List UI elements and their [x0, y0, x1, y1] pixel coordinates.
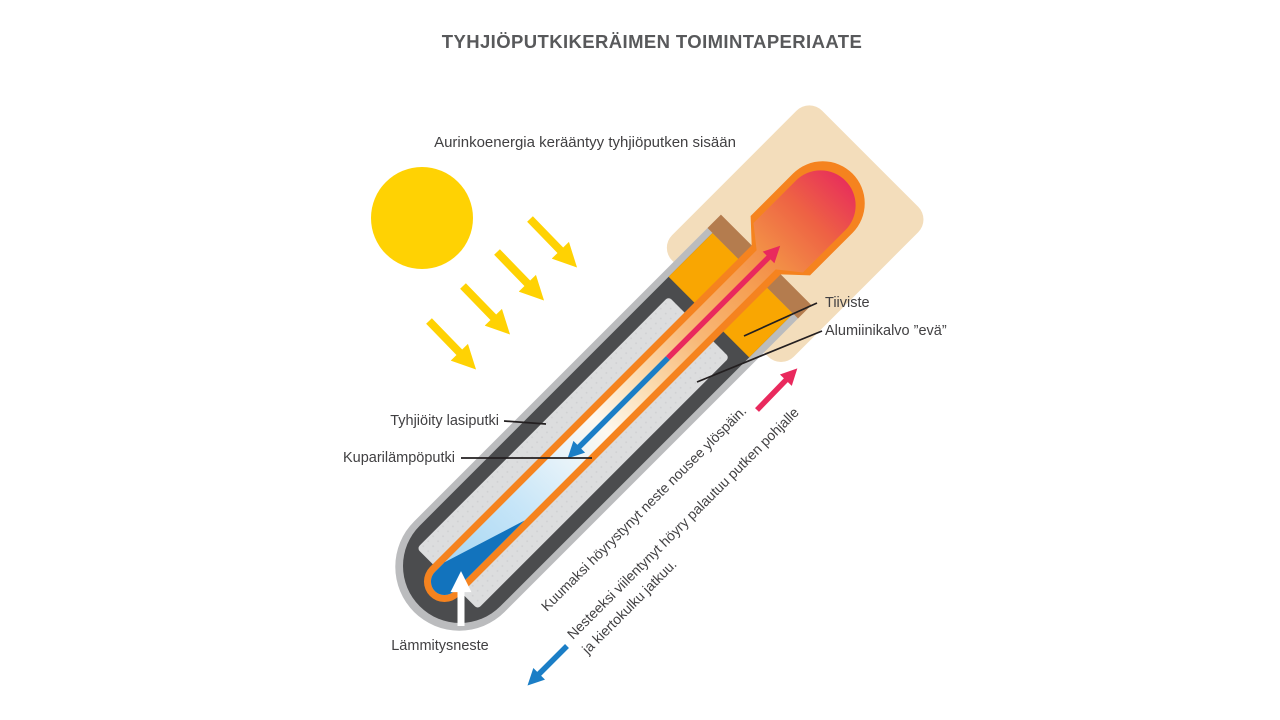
seal-block-left — [668, 232, 739, 303]
condensate-down-arrow-icon — [567, 356, 670, 459]
leader-lines — [461, 302, 823, 459]
label-tiiviste: Tiiviste — [825, 295, 870, 311]
vapor-up-arrow-icon — [665, 245, 781, 361]
leader-tiiviste — [743, 302, 818, 337]
label-kuparilampoputki: Kuparilämpöputki — [343, 450, 455, 466]
seal-block-right — [723, 287, 794, 358]
returning-note-arrow-icon — [527, 644, 569, 686]
subtitle: Aurinkoenergia kerääntyy tyhjiöputken si… — [434, 134, 736, 151]
sun-ray-arrow-icon — [460, 283, 511, 335]
leader-alumiinikalvo — [696, 330, 823, 383]
rising-note-arrow-icon — [755, 368, 798, 412]
sun-ray-arrows — [426, 216, 578, 370]
sun-ray-arrow-icon — [527, 216, 578, 268]
sun-icon — [371, 167, 473, 269]
leader-lasiputki — [503, 420, 547, 425]
label-alumiinikalvo: Alumiinikalvo ”evä” — [825, 323, 947, 339]
page-title: TYHJIÖPUTKIKERÄIMEN TOIMINTAPERIAATE — [442, 31, 862, 52]
label-lammitysneste: Lämmitysneste — [391, 638, 489, 654]
label-lasiputki: Tyhjiöity lasiputki — [390, 413, 499, 429]
sun-ray-arrow-icon — [494, 249, 545, 301]
sun-ray-arrow-icon — [426, 318, 477, 370]
